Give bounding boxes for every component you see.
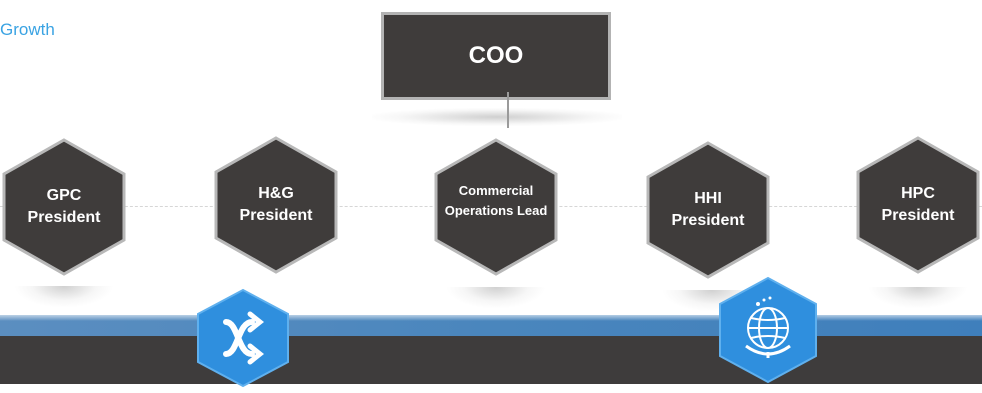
role-line-1: Commercial bbox=[458, 183, 534, 198]
hexagon-shape bbox=[434, 138, 558, 276]
dark-band bbox=[0, 336, 982, 384]
coo-box: COO bbox=[381, 12, 611, 100]
shuffle-hex-badge bbox=[196, 288, 290, 393]
pedestal bbox=[14, 286, 114, 308]
coo-label: COO bbox=[468, 42, 524, 69]
pedestal bbox=[868, 287, 968, 309]
pedestal bbox=[446, 287, 546, 309]
role-line-1: HHI bbox=[694, 190, 722, 207]
hexagon-shape bbox=[856, 136, 980, 274]
role-hpc-president: HPC President bbox=[856, 136, 980, 274]
role-line-2: President bbox=[671, 212, 745, 229]
role-gpc-president: GPC President bbox=[2, 138, 126, 276]
role-line-1: GPC bbox=[46, 187, 82, 204]
role-hhi-president: HHI President bbox=[646, 141, 770, 279]
coo-connector bbox=[507, 92, 509, 128]
globe-icon bbox=[745, 296, 791, 358]
role-line-2: Operations Lead bbox=[444, 203, 548, 218]
shuffle-icon bbox=[223, 311, 265, 365]
coo-shadow bbox=[372, 108, 622, 126]
hexagon-shape bbox=[214, 136, 338, 274]
role-line-2: President bbox=[27, 209, 101, 226]
role-line-2: President bbox=[239, 207, 313, 224]
globe-hex-badge bbox=[718, 276, 818, 389]
blue-strip bbox=[0, 315, 982, 337]
hexagon-shape bbox=[2, 138, 126, 276]
role-commercial-operations-lead: Commercial Operations Lead bbox=[434, 138, 558, 276]
role-line-2: President bbox=[881, 207, 955, 224]
role-line-1: H&G bbox=[258, 185, 294, 202]
hexagon-shape bbox=[646, 141, 770, 279]
growth-label: Growth bbox=[0, 20, 55, 39]
role-hg-president: H&G President bbox=[214, 136, 338, 274]
role-line-1: HPC bbox=[901, 185, 935, 202]
